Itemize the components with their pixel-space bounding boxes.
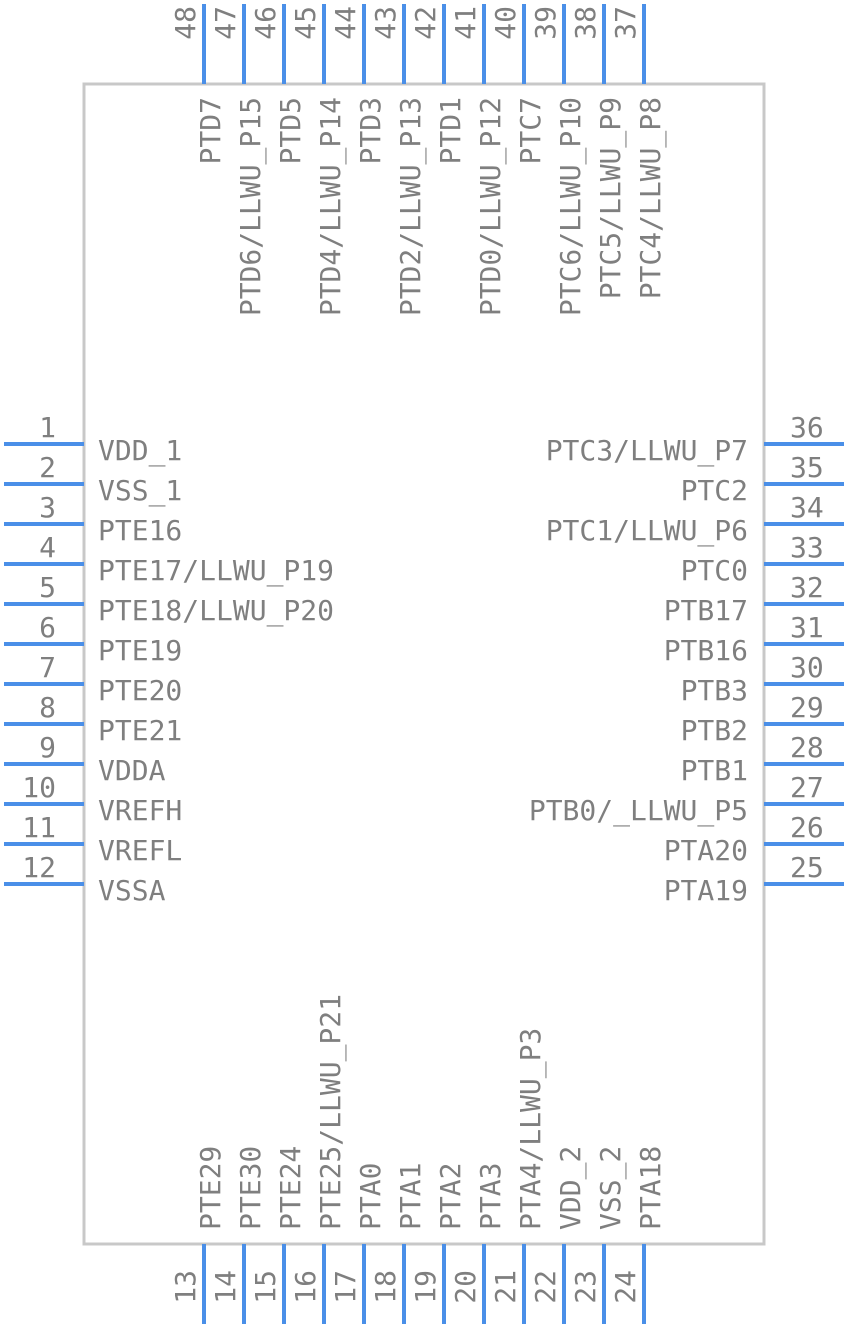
pin-number-42: 42 <box>409 6 442 40</box>
pin-label-34: PTC1/LLWU_P6 <box>546 514 748 548</box>
pin-label-11: VREFL <box>98 834 182 867</box>
pin-number-47: 47 <box>209 6 242 40</box>
pin-label-18: PTA1 <box>394 1163 427 1230</box>
pin-label-26: PTA20 <box>664 834 748 867</box>
pin-number-2: 2 <box>39 451 56 484</box>
pin-label-43: PTD2/LLWU_P13 <box>394 97 428 316</box>
pin-number-12: 12 <box>22 851 56 884</box>
pin-number-45: 45 <box>289 6 322 40</box>
pin-label-24: PTA18 <box>634 1146 667 1230</box>
pin-number-6: 6 <box>39 611 56 644</box>
pin-number-15: 15 <box>249 1270 282 1304</box>
pin-label-16: PTE25/LLWU_P21 <box>314 994 348 1230</box>
pin-number-13: 13 <box>169 1270 202 1304</box>
pin-label-2: VSS_1 <box>98 474 182 508</box>
pin-number-17: 17 <box>329 1270 362 1304</box>
pin-number-7: 7 <box>39 651 56 684</box>
pin-label-38: PTC5/LLWU_P9 <box>594 97 628 299</box>
pin-label-1: VDD_1 <box>98 434 182 468</box>
pin-label-36: PTC3/LLWU_P7 <box>546 434 748 468</box>
pin-label-5: PTE18/LLWU_P20 <box>98 594 334 628</box>
ic-body <box>82 82 766 1246</box>
pin-label-7: PTE20 <box>98 674 182 707</box>
pin-number-1: 1 <box>39 411 56 444</box>
pin-number-4: 4 <box>39 531 56 564</box>
pin-label-32: PTB17 <box>664 594 748 627</box>
pin-label-37: PTC4/LLWU_P8 <box>634 97 668 299</box>
pin-number-16: 16 <box>289 1270 322 1304</box>
pin-number-40: 40 <box>489 6 522 40</box>
pin-label-19: PTA2 <box>434 1163 467 1230</box>
pin-number-28: 28 <box>790 731 824 764</box>
pin-label-48: PTD7 <box>194 97 227 164</box>
pin-number-23: 23 <box>569 1270 602 1304</box>
pin-number-14: 14 <box>209 1270 242 1304</box>
pin-number-3: 3 <box>39 491 56 524</box>
pin-label-21: PTA4/LLWU_P3 <box>514 1028 548 1230</box>
pin-label-15: PTE24 <box>274 1146 307 1230</box>
pin-number-11: 11 <box>22 811 56 844</box>
pin-number-26: 26 <box>790 811 824 844</box>
pin-label-31: PTB16 <box>664 634 748 667</box>
pin-label-44: PTD3 <box>354 97 387 164</box>
pin-number-34: 34 <box>790 491 824 524</box>
pin-label-10: VREFH <box>98 794 182 827</box>
pin-label-47: PTD6/LLWU_P15 <box>234 97 268 316</box>
pin-label-46: PTD5 <box>274 97 307 164</box>
pin-label-28: PTB1 <box>681 754 748 787</box>
pin-number-39: 39 <box>529 6 562 40</box>
pin-number-31: 31 <box>790 611 824 644</box>
pin-number-37: 37 <box>609 6 642 40</box>
pin-number-41: 41 <box>449 6 482 40</box>
pin-number-27: 27 <box>790 771 824 804</box>
pin-label-14: PTE30 <box>234 1146 267 1230</box>
pin-label-42: PTD1 <box>434 97 467 164</box>
pin-label-33: PTC0 <box>681 554 748 587</box>
pin-number-18: 18 <box>369 1270 402 1304</box>
pin-label-13: PTE29 <box>194 1146 227 1230</box>
pin-number-25: 25 <box>790 851 824 884</box>
pin-label-12: VSSA <box>98 874 166 907</box>
pin-number-20: 20 <box>449 1270 482 1304</box>
pin-label-41: PTD0/LLWU_P12 <box>474 97 508 316</box>
pin-number-21: 21 <box>489 1270 522 1304</box>
pin-label-45: PTD4/LLWU_P14 <box>314 97 348 316</box>
pin-number-29: 29 <box>790 691 824 724</box>
pin-label-29: PTB2 <box>681 714 748 747</box>
pin-label-6: PTE19 <box>98 634 182 667</box>
pin-number-8: 8 <box>39 691 56 724</box>
pin-label-35: PTC2 <box>681 474 748 507</box>
pin-label-40: PTC7 <box>514 97 547 164</box>
pin-label-17: PTA0 <box>354 1163 387 1230</box>
pin-number-30: 30 <box>790 651 824 684</box>
pin-number-32: 32 <box>790 571 824 604</box>
pin-number-33: 33 <box>790 531 824 564</box>
pin-label-39: PTC6/LLWU_P10 <box>554 97 588 316</box>
pin-number-38: 38 <box>569 6 602 40</box>
pin-label-8: PTE21 <box>98 714 182 747</box>
pin-label-20: PTA3 <box>474 1163 507 1230</box>
pin-number-22: 22 <box>529 1270 562 1304</box>
pin-label-30: PTB3 <box>681 674 748 707</box>
pin-number-10: 10 <box>22 771 56 804</box>
pin-number-5: 5 <box>39 571 56 604</box>
pin-label-9: VDDA <box>98 754 166 787</box>
pin-number-46: 46 <box>249 6 282 40</box>
pin-number-36: 36 <box>790 411 824 444</box>
pin-label-25: PTA19 <box>664 874 748 907</box>
pin-label-4: PTE17/LLWU_P19 <box>98 554 334 588</box>
pin-label-3: PTE16 <box>98 514 182 547</box>
pin-number-19: 19 <box>409 1270 442 1304</box>
pin-label-22: VDD_2 <box>554 1146 588 1230</box>
pin-number-9: 9 <box>39 731 56 764</box>
pin-number-35: 35 <box>790 451 824 484</box>
pin-number-48: 48 <box>169 6 202 40</box>
pin-label-23: VSS_2 <box>594 1146 628 1230</box>
pin-number-43: 43 <box>369 6 402 40</box>
pin-label-27: PTB0/_LLWU_P5 <box>529 794 748 828</box>
pin-number-24: 24 <box>609 1270 642 1304</box>
pin-number-44: 44 <box>329 6 362 40</box>
